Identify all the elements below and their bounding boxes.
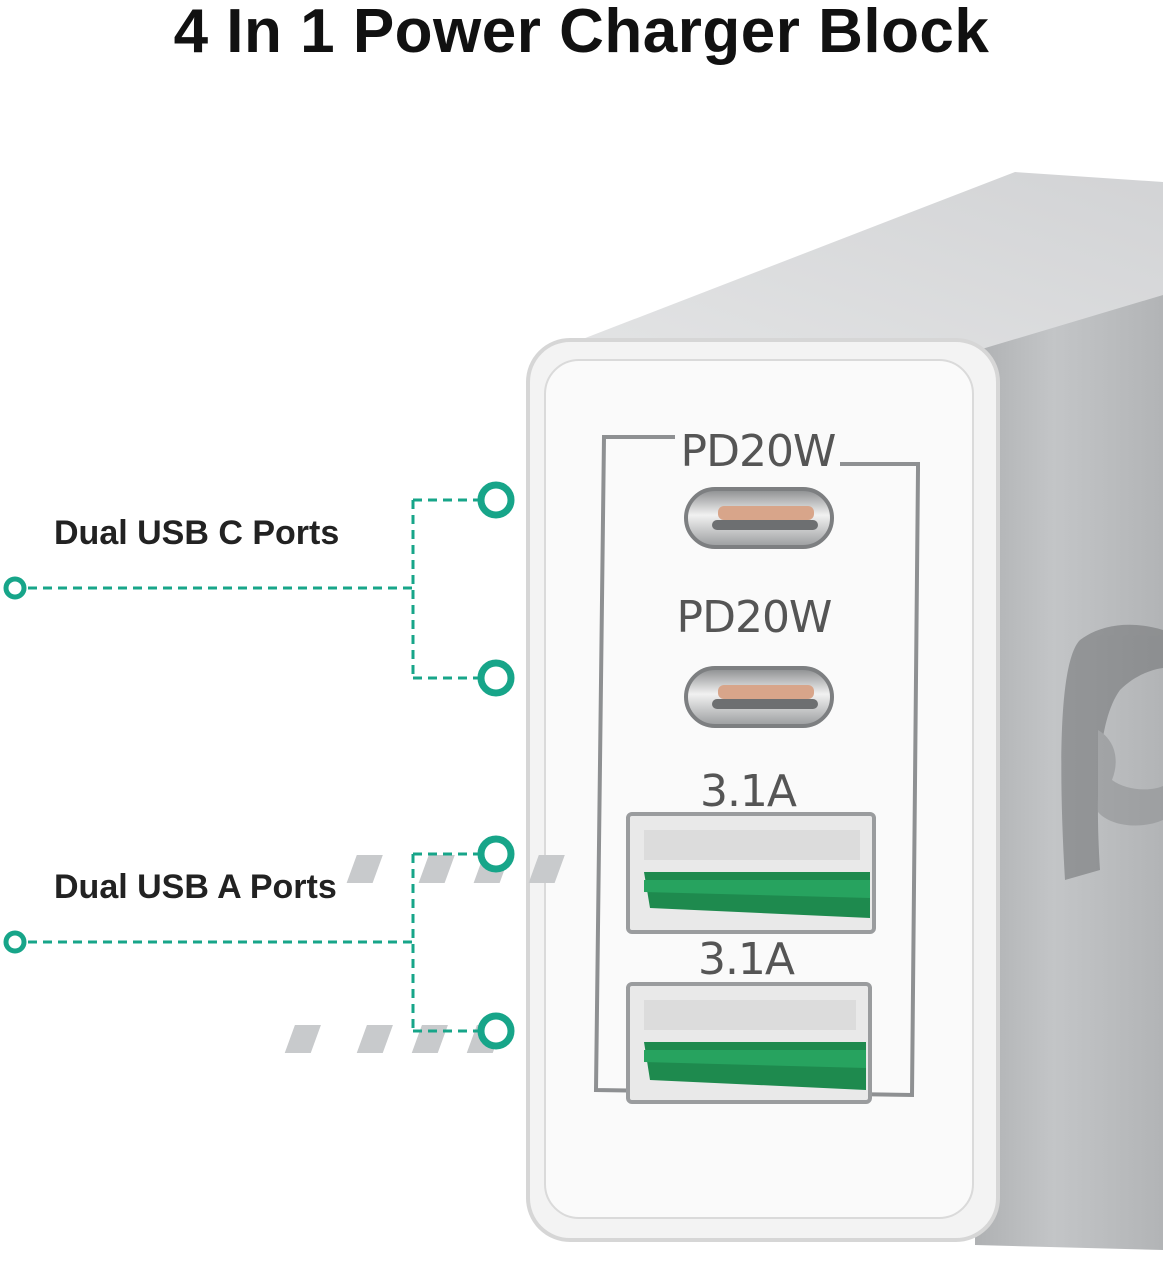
brand-logo-icon: [1061, 624, 1163, 880]
usb-c-port-1: [684, 487, 834, 549]
usb-c-1-rating: PD20W: [681, 426, 836, 477]
page-title: 4 In 1 Power Charger Block: [173, 0, 990, 66]
usb-c-port-1-marker: [477, 481, 515, 519]
usb-c-callout-dot: [3, 576, 27, 600]
usb-c-ports-label: Dual USB C Ports: [54, 514, 340, 552]
usb-a-callout-lines: [28, 852, 480, 1033]
usb-a-2-rating: 3.1A: [698, 934, 795, 985]
usb-c-callout-lines: [28, 498, 480, 680]
usb-c-port-2-marker: [477, 659, 515, 697]
usb-a-port-2: [284, 982, 872, 1104]
usb-a-port-2-marker: [477, 1012, 515, 1050]
usb-a-1-rating: 3.1A: [700, 766, 797, 817]
usb-a-callout-dot: [3, 930, 27, 954]
usb-a-port-1-marker: [477, 835, 515, 873]
usb-a-ports-label: Dual USB A Ports: [54, 868, 337, 906]
usb-c-port-2: [684, 666, 834, 728]
usb-a-port-1: [346, 812, 876, 934]
usb-c-2-rating: PD20W: [677, 592, 832, 643]
